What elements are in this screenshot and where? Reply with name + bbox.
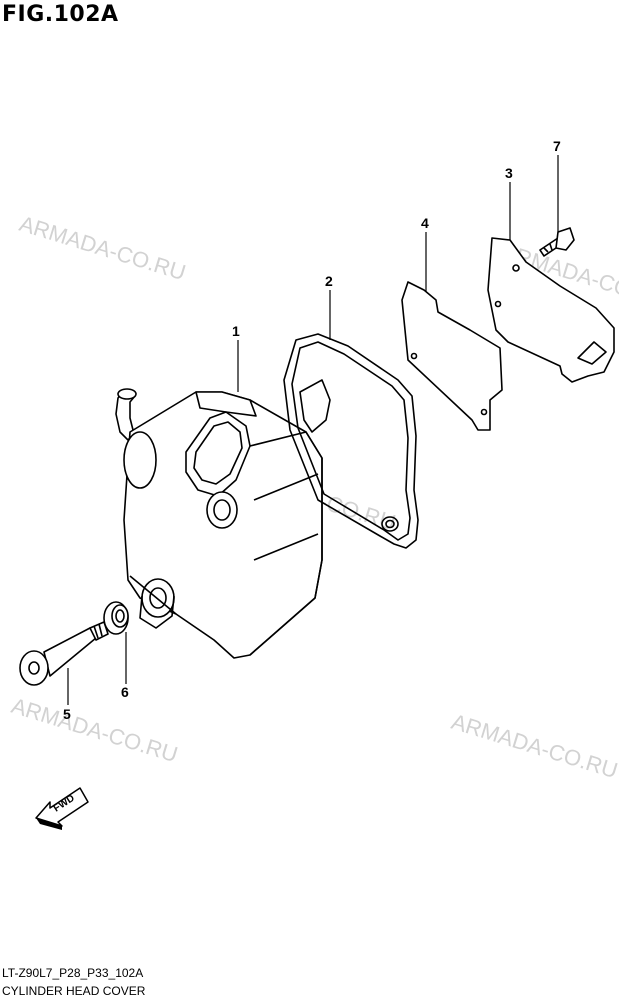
bolt-part-7[interactable]	[539, 227, 575, 257]
leader-lines	[67, 155, 559, 705]
watermark-4: ARMADA-CO.RU	[9, 693, 181, 767]
fwd-arrow: FWD	[35, 787, 89, 830]
callout-6: 6	[121, 684, 129, 700]
watermark-5: ARMADA-CO.RU	[449, 709, 619, 783]
heat-protector-part[interactable]	[401, 281, 503, 431]
callout-4: 4	[421, 215, 429, 231]
diagram-caption: CYLINDER HEAD COVER	[2, 984, 146, 998]
watermark-1: ARMADA-CO.RU	[17, 211, 189, 285]
washer-part-6[interactable]	[103, 601, 129, 635]
callout-1: 1	[232, 323, 240, 339]
bolt-part-5[interactable]	[19, 621, 109, 686]
callout-5: 5	[63, 706, 71, 722]
figure-title: FIG.102A	[2, 2, 119, 27]
callout-3: 3	[505, 165, 513, 181]
diagram-code: LT-Z90L7_P28_P33_102A	[2, 966, 144, 980]
gasket-part[interactable]	[283, 333, 419, 549]
callout-7: 7	[553, 138, 561, 154]
bracket-plate-part[interactable]	[487, 237, 615, 383]
cylinder-head-cover-part[interactable]	[115, 388, 323, 659]
callout-2: 2	[325, 273, 333, 289]
